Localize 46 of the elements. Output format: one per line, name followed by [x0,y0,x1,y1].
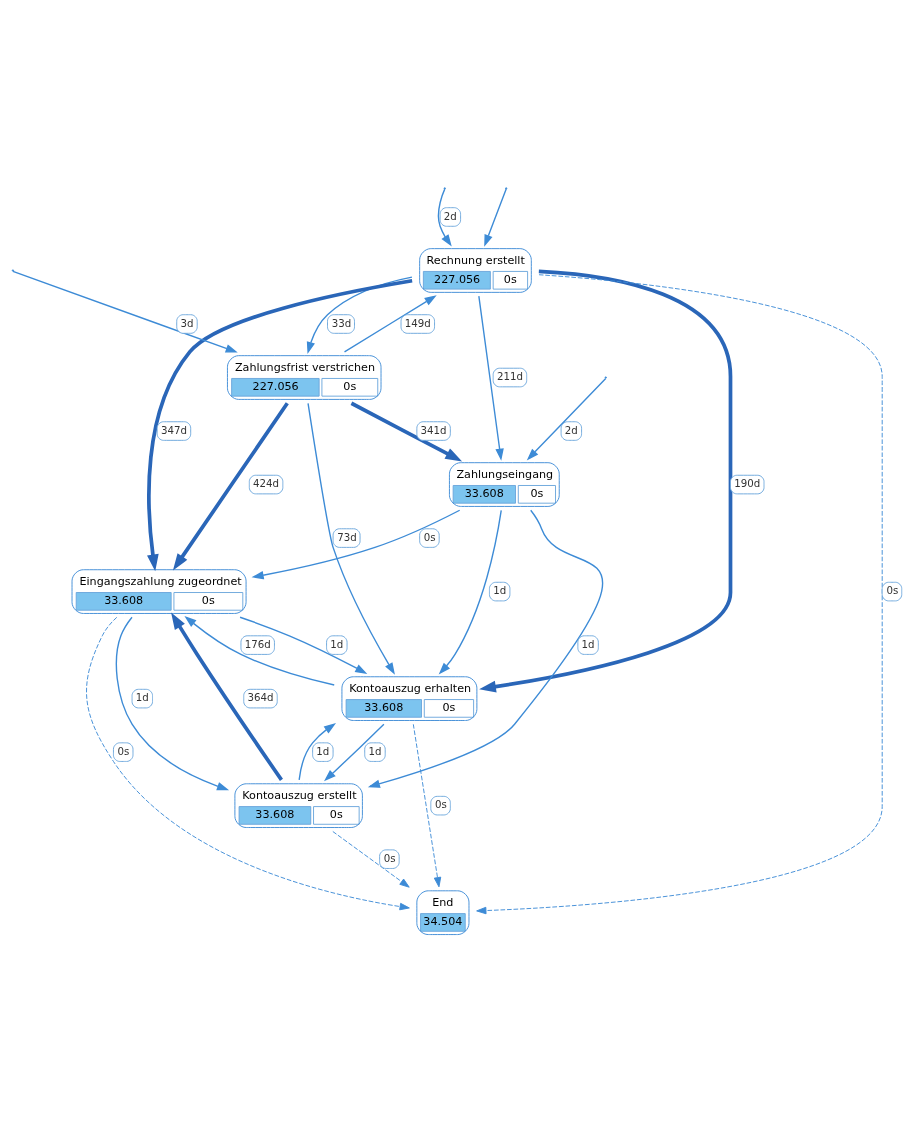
edge-label: 73d [337,531,357,543]
arrow [412,723,442,888]
edge-label: 0s [435,799,447,811]
arrow [438,509,502,675]
arrow [147,278,413,572]
arrow [526,377,607,461]
edge-label: 33d [331,317,352,329]
arrow [479,269,733,693]
edge-label: 2d [564,424,578,436]
arrow [298,723,337,781]
edge-label: 0s [886,585,899,597]
edge-label: 1d [368,745,382,757]
edge-label: 190d [734,478,761,490]
edge-label: 1d [581,638,595,650]
edge-label: 0s [383,852,396,864]
edge-label: 364d [247,692,274,704]
arrow [437,188,452,247]
edge-label: 211d [496,371,523,383]
arrow [307,402,395,675]
arrow [239,616,368,674]
edge-label: 3d [180,317,194,329]
edge-label: 2d [443,210,457,222]
edge-label: 149d [404,317,431,329]
arrow [367,509,604,788]
edge-label: 1d [135,692,149,704]
arrow [350,401,463,462]
edge-label: 424d [253,478,280,490]
edge-label: 1d [316,745,330,757]
arrow [184,615,335,686]
edge-label: 1d [330,638,344,650]
edge-label: 0s [117,745,130,757]
arrow [324,723,385,782]
edge-label: 347d [160,424,187,436]
arrow [172,402,289,571]
arrow [171,612,283,781]
edge-label: 341d [420,424,447,436]
edge-label: 0s [423,531,436,543]
arrow [86,616,410,911]
arrow [12,270,238,353]
arrow [332,831,410,888]
edge-label: 176d [244,638,271,650]
arrow [476,274,883,915]
arrow [251,509,461,580]
arrow [478,295,504,461]
arrow [484,188,507,247]
edge-label: 1d [493,585,507,597]
